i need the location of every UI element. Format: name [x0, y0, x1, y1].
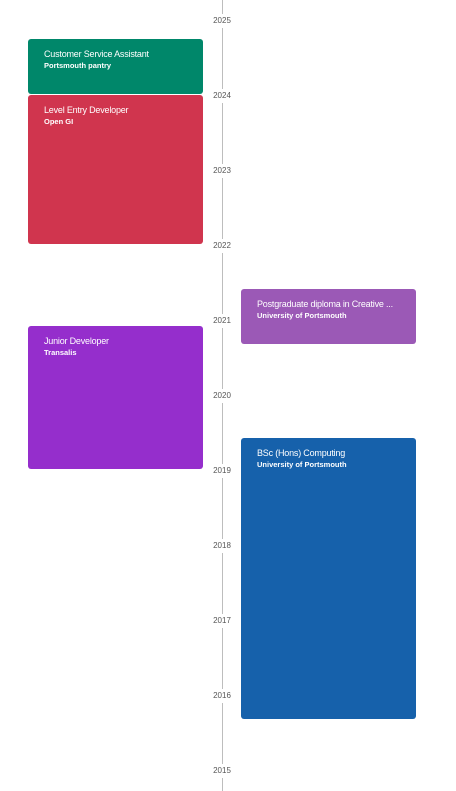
- year-label-2023: 2023: [205, 164, 239, 178]
- entry-organization: University of Portsmouth: [257, 460, 347, 469]
- year-label-2024: 2024: [205, 89, 239, 103]
- entry-title: Customer Service Assistant: [44, 49, 149, 59]
- entry-title: Postgraduate diploma in Creative ...: [257, 299, 393, 309]
- year-label-2015: 2015: [205, 764, 239, 778]
- year-label-2016: 2016: [205, 689, 239, 703]
- entry-card-bsc-computing[interactable]: BSc (Hons) Computing University of Ports…: [241, 438, 416, 719]
- year-label-2022: 2022: [205, 239, 239, 253]
- year-label-2020: 2020: [205, 389, 239, 403]
- entry-card-level-entry-developer[interactable]: Level Entry Developer Open GI: [28, 95, 203, 244]
- entry-organization: Open GI: [44, 117, 74, 126]
- entry-title: BSc (Hons) Computing: [257, 448, 346, 458]
- entry-organization: Portsmouth pantry: [44, 61, 112, 70]
- entry-organization: University of Portsmouth: [257, 311, 347, 320]
- entry-title: Level Entry Developer: [44, 105, 129, 115]
- entry-title: Junior Developer: [44, 336, 109, 346]
- year-label-2025: 2025: [205, 14, 239, 28]
- year-label-2018: 2018: [205, 539, 239, 553]
- year-label-2019: 2019: [205, 464, 239, 478]
- entry-organization: Transalis: [44, 348, 77, 357]
- entry-card-postgraduate-diploma[interactable]: Postgraduate diploma in Creative ... Uni…: [241, 289, 416, 344]
- year-label-2017: 2017: [205, 614, 239, 628]
- entry-card-customer-service-assistant[interactable]: Customer Service Assistant Portsmouth pa…: [28, 39, 203, 94]
- entry-card-junior-developer[interactable]: Junior Developer Transalis: [28, 326, 203, 469]
- year-label-2021: 2021: [205, 314, 239, 328]
